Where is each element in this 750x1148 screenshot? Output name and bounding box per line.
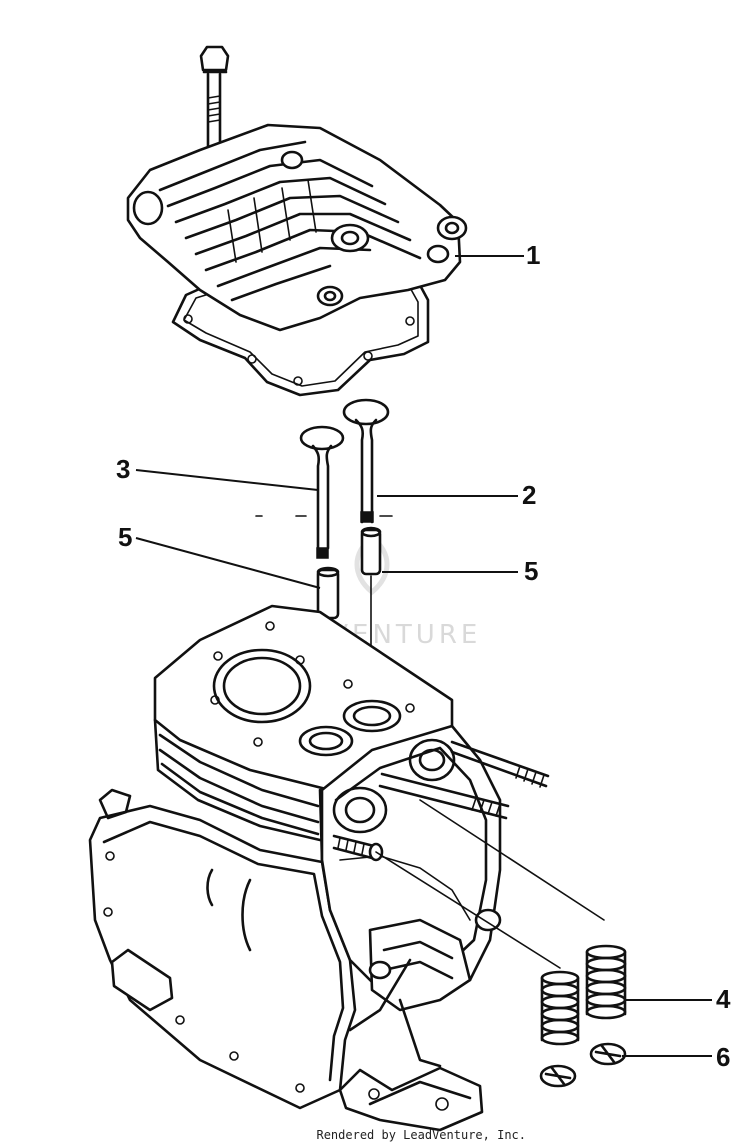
valve-guide-left bbox=[316, 566, 340, 620]
leader-lines bbox=[135, 255, 712, 1057]
callout-6: 6 bbox=[716, 1042, 730, 1072]
cylinder-head bbox=[126, 123, 468, 397]
valve-exhaust bbox=[342, 398, 390, 524]
footer-credit: Rendered by LeadVenture, Inc. bbox=[316, 1128, 526, 1142]
spring-retainer-left bbox=[539, 1064, 577, 1088]
valve-spring-right bbox=[585, 944, 627, 1020]
valve-guide-right bbox=[360, 526, 382, 576]
callout-4: 4 bbox=[716, 984, 731, 1014]
spring-retainer-right bbox=[589, 1042, 627, 1066]
callout-3: 3 bbox=[116, 454, 130, 484]
callout-5-left: 5 bbox=[118, 522, 132, 552]
callout-5-right: 5 bbox=[524, 556, 538, 586]
head-bolt bbox=[199, 45, 230, 162]
valve-spring-left bbox=[540, 970, 580, 1046]
valve-intake bbox=[299, 425, 345, 559]
callout-2: 2 bbox=[522, 480, 536, 510]
callout-1: 1 bbox=[526, 240, 540, 270]
engine-block bbox=[88, 604, 550, 1132]
